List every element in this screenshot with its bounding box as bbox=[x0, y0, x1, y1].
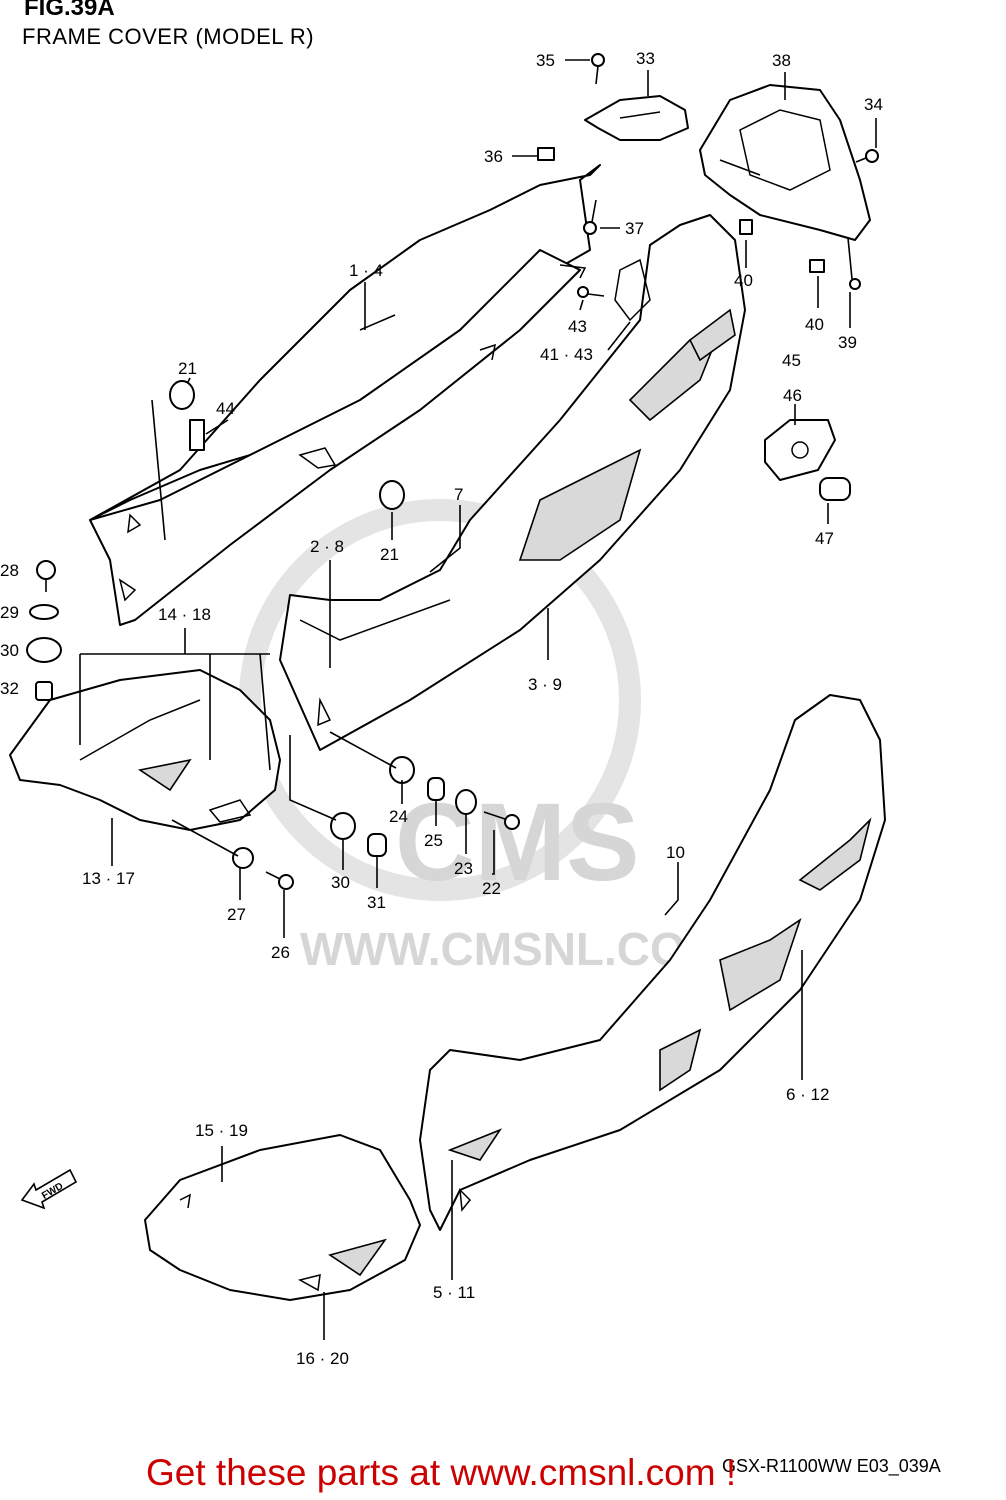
callout-labels: 35 33 38 34 36 37 40 40 39 1 · 4 43 41 ·… bbox=[0, 49, 883, 1368]
collar-25 bbox=[427, 777, 445, 801]
label-41-43: 41 · 43 bbox=[540, 345, 593, 364]
screw-39 bbox=[847, 237, 861, 290]
screw-28 bbox=[36, 560, 56, 592]
bolt-22 bbox=[483, 811, 520, 830]
label-30-b: 30 bbox=[331, 873, 350, 892]
screw-37 bbox=[583, 199, 597, 235]
label-3-9: 3 · 9 bbox=[528, 675, 562, 694]
figure-title: FRAME COVER (MODEL R) bbox=[22, 24, 315, 49]
screw-35 bbox=[591, 53, 605, 85]
figure-id: FIG.39A bbox=[24, 0, 115, 21]
part-lower-left-cover-2 bbox=[144, 1134, 421, 1301]
label-24: 24 bbox=[389, 807, 408, 826]
part-lower-side-cover bbox=[419, 694, 886, 1231]
grommet-24 bbox=[389, 756, 415, 784]
label-10: 10 bbox=[666, 843, 685, 862]
fwd-arrow-icon: FWD bbox=[20, 1168, 78, 1210]
part-side-cover-upper bbox=[279, 214, 746, 751]
label-40-a: 40 bbox=[734, 271, 753, 290]
label-47: 47 bbox=[815, 529, 834, 548]
label-32: 32 bbox=[0, 679, 19, 698]
label-14-18: 14 · 18 bbox=[158, 605, 211, 624]
fwd-label: FWD bbox=[40, 1181, 65, 1202]
part-38-tail-piece bbox=[699, 84, 871, 241]
screw-43 bbox=[577, 286, 605, 298]
washer-29 bbox=[29, 604, 59, 620]
label-2-8: 2 · 8 bbox=[310, 537, 344, 556]
grommet-30b bbox=[330, 812, 356, 840]
label-26: 26 bbox=[271, 943, 290, 962]
tape-44 bbox=[189, 419, 205, 451]
label-40-b: 40 bbox=[805, 315, 824, 334]
label-28: 28 bbox=[0, 561, 19, 580]
clip-40a bbox=[739, 219, 753, 235]
label-22: 22 bbox=[482, 879, 501, 898]
model-code: GSX-R1100WW E03_039A bbox=[722, 1456, 941, 1476]
screw-34 bbox=[855, 149, 879, 163]
label-37: 37 bbox=[625, 219, 644, 238]
part-33-cover bbox=[584, 95, 689, 141]
label-15-19: 15 · 19 bbox=[195, 1121, 248, 1140]
part-upper-frame-cover bbox=[89, 164, 601, 626]
clip-36 bbox=[537, 147, 555, 161]
grommet-21b bbox=[379, 480, 405, 510]
label-23: 23 bbox=[454, 859, 473, 878]
label-39: 39 bbox=[838, 333, 857, 352]
label-38: 38 bbox=[772, 51, 791, 70]
watermark-url: WWW.CMSNL.COM bbox=[300, 923, 724, 975]
label-27: 27 bbox=[227, 905, 246, 924]
label-7: 7 bbox=[454, 485, 463, 504]
label-16-20: 16 · 20 bbox=[296, 1349, 349, 1368]
hardware-items bbox=[26, 53, 879, 890]
label-30-a: 30 bbox=[0, 641, 19, 660]
part-47-spacer bbox=[819, 477, 851, 501]
grommet-21a bbox=[169, 380, 195, 410]
label-21-b: 21 bbox=[380, 545, 399, 564]
label-44: 44 bbox=[216, 399, 235, 418]
promo-link[interactable]: Get these parts at www.cmsnl.com ! bbox=[146, 1452, 737, 1493]
washer-23 bbox=[455, 789, 477, 815]
collar-31 bbox=[367, 833, 387, 857]
label-29: 29 bbox=[0, 603, 19, 622]
label-46: 46 bbox=[783, 386, 802, 405]
label-6-12: 6 · 12 bbox=[786, 1085, 829, 1104]
label-45: 45 bbox=[782, 351, 801, 370]
label-31: 31 bbox=[367, 893, 386, 912]
leader-lines bbox=[79, 59, 877, 1340]
label-34: 34 bbox=[864, 95, 883, 114]
part-lower-left-cover bbox=[9, 669, 281, 831]
label-43: 43 bbox=[568, 317, 587, 336]
label-35: 35 bbox=[536, 51, 555, 70]
collar-32 bbox=[35, 681, 53, 701]
label-33: 33 bbox=[636, 49, 655, 68]
bolt-26 bbox=[265, 871, 294, 890]
label-5-11: 5 · 11 bbox=[433, 1283, 475, 1302]
label-13-17: 13 · 17 bbox=[82, 869, 135, 888]
grommet-30a bbox=[26, 637, 62, 663]
label-25: 25 bbox=[424, 831, 443, 850]
label-1-4: 1 · 4 bbox=[349, 261, 383, 280]
grommet-27 bbox=[232, 847, 254, 869]
part-46-damper bbox=[764, 419, 836, 481]
label-36: 36 bbox=[484, 147, 503, 166]
clip-40b bbox=[809, 259, 825, 273]
label-21-a: 21 bbox=[178, 359, 197, 378]
